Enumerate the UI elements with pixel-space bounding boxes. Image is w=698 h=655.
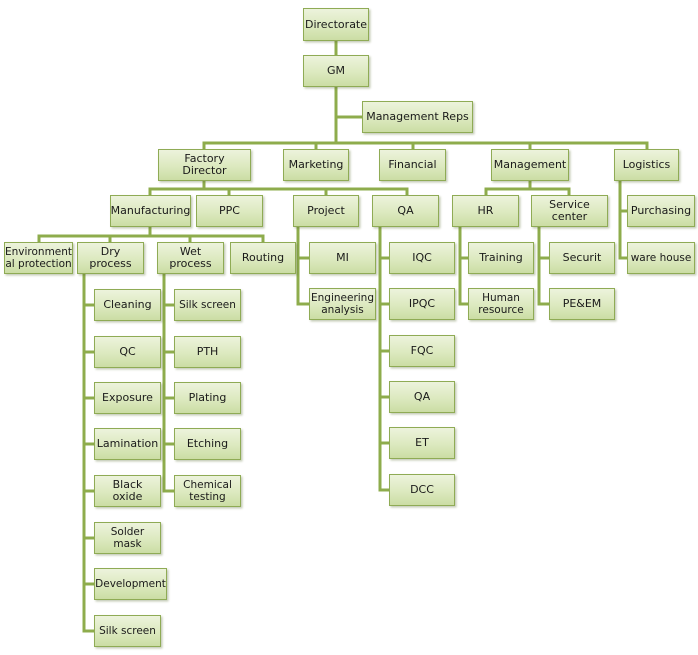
node-directorate: Directorate	[303, 8, 369, 41]
node-black-oxide: Black oxide	[94, 475, 161, 507]
node-human-resource: Human resource	[468, 288, 534, 320]
node-wet-silk-screen: Silk screen	[174, 289, 241, 321]
node-logistics: Logistics	[614, 149, 679, 181]
node-fqc: FQC	[389, 335, 455, 367]
node-dcc: DCC	[389, 474, 455, 506]
node-dry-process: Dry process	[77, 242, 144, 274]
node-manufacturing: Manufacturing	[110, 195, 191, 227]
node-hr: HR	[452, 195, 519, 227]
node-factory-director: Factory Director	[158, 149, 251, 181]
node-pth: PTH	[174, 336, 241, 368]
node-pe-em: PE&EM	[549, 288, 615, 320]
node-solder-mask: Solder mask	[94, 522, 161, 554]
node-ppc: PPC	[196, 195, 263, 227]
node-exposure: Exposure	[94, 382, 161, 414]
node-gm: GM	[303, 55, 369, 87]
node-ware-house: ware house	[627, 242, 695, 274]
node-marketing: Marketing	[283, 149, 349, 181]
node-engineering-analysis: Engineering analysis	[309, 288, 376, 320]
node-routing: Routing	[230, 242, 296, 274]
node-management-reps: Management Reps	[362, 101, 473, 133]
node-plating: Plating	[174, 382, 241, 414]
node-cleaning: Cleaning	[94, 289, 161, 321]
node-financial: Financial	[379, 149, 446, 181]
node-qc: QC	[94, 336, 161, 368]
node-environmental-protection: Environment al protection	[4, 242, 73, 274]
node-development: Development	[94, 568, 167, 600]
node-wet-process: Wet process	[157, 242, 224, 274]
node-training: Training	[468, 242, 534, 274]
node-qa-sub: QA	[389, 381, 455, 413]
node-service-center: Service center	[531, 195, 608, 227]
node-ipqc: IPQC	[389, 288, 455, 320]
node-dry-silk-screen: Silk screen	[94, 615, 161, 647]
node-iqc: IQC	[389, 242, 455, 274]
node-management: Management	[491, 149, 569, 181]
node-lamination: Lamination	[94, 428, 161, 460]
node-chemical-testing: Chemical testing	[174, 475, 241, 507]
node-et: ET	[389, 427, 455, 459]
node-etching: Etching	[174, 428, 241, 460]
node-mi: MI	[309, 242, 376, 274]
node-project: Project	[293, 195, 359, 227]
node-purchasing: Purchasing	[627, 195, 695, 227]
node-qa-department: QA	[372, 195, 439, 227]
node-securit: Securit	[549, 242, 615, 274]
